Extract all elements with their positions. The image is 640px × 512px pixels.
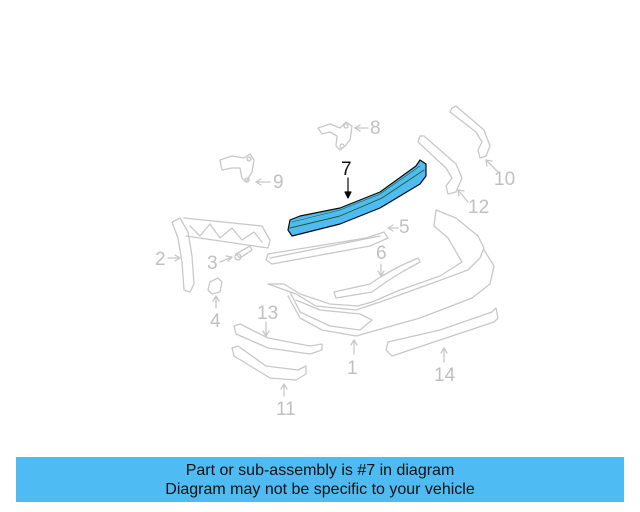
banner-line-part-number: Part or sub-assembly is #7 in diagram [185, 461, 455, 479]
callout-8[interactable]: 8 [370, 118, 381, 139]
part-1-bumper-cover [267, 209, 495, 355]
part-9-bracket [219, 153, 271, 186]
part-6-absorber [333, 257, 421, 299]
part-2-bracket [167, 217, 271, 293]
diagram-lines [167, 105, 499, 397]
callout-4[interactable]: 4 [210, 311, 221, 332]
callout-12[interactable]: 12 [468, 197, 490, 218]
part-13-molding [233, 321, 323, 355]
part-5-reinforcement [265, 224, 399, 265]
callout-10[interactable]: 10 [494, 169, 516, 190]
part-7-highlighted [287, 159, 427, 237]
callout-14[interactable]: 14 [434, 365, 456, 386]
part-8-bracket [317, 121, 369, 151]
callout-2[interactable]: 2 [155, 249, 166, 270]
info-banner: Part or sub-assembly is #7 in diagram Di… [16, 457, 624, 502]
callout-1[interactable]: 1 [347, 358, 358, 379]
parts-diagram: 2 3 4 5 6 7 8 9 10 11 12 13 1 14 [155, 105, 516, 420]
callout-5[interactable]: 5 [399, 217, 410, 238]
callout-7[interactable]: 7 [341, 159, 352, 180]
part-14-molding [385, 307, 499, 363]
part-11-molding [231, 345, 307, 397]
callout-6[interactable]: 6 [376, 243, 387, 264]
callout-3[interactable]: 3 [207, 253, 218, 274]
callout-9[interactable]: 9 [273, 172, 284, 193]
part-12-trim [417, 135, 469, 203]
callout-13[interactable]: 13 [257, 303, 279, 324]
part-3-screw [219, 245, 253, 263]
part-10-trim [449, 105, 499, 173]
banner-line-disclaimer: Diagram may not be specific to your vehi… [165, 480, 475, 498]
callout-11[interactable]: 11 [276, 399, 296, 420]
part-4-clip [207, 277, 223, 309]
